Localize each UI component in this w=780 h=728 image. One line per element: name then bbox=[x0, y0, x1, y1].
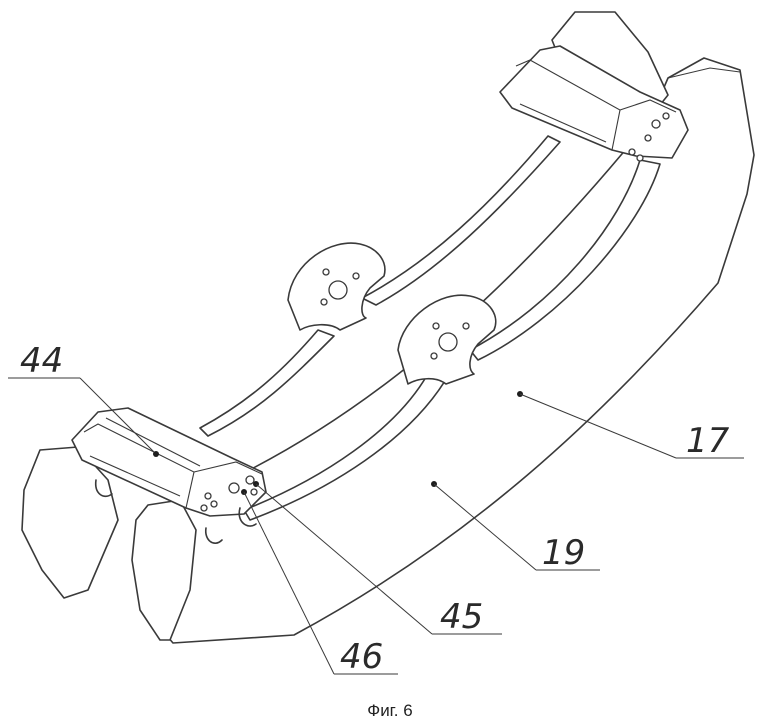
reference-label-44: 44 bbox=[20, 341, 63, 381]
reference-label-17: 17 bbox=[686, 421, 730, 461]
reference-label-19: 19 bbox=[542, 533, 585, 573]
reference-label-45: 45 bbox=[440, 597, 483, 637]
figure-caption: Фиг. 6 bbox=[0, 701, 780, 721]
reference-label-46: 46 bbox=[340, 637, 383, 677]
middle-lobe-left bbox=[288, 243, 385, 330]
